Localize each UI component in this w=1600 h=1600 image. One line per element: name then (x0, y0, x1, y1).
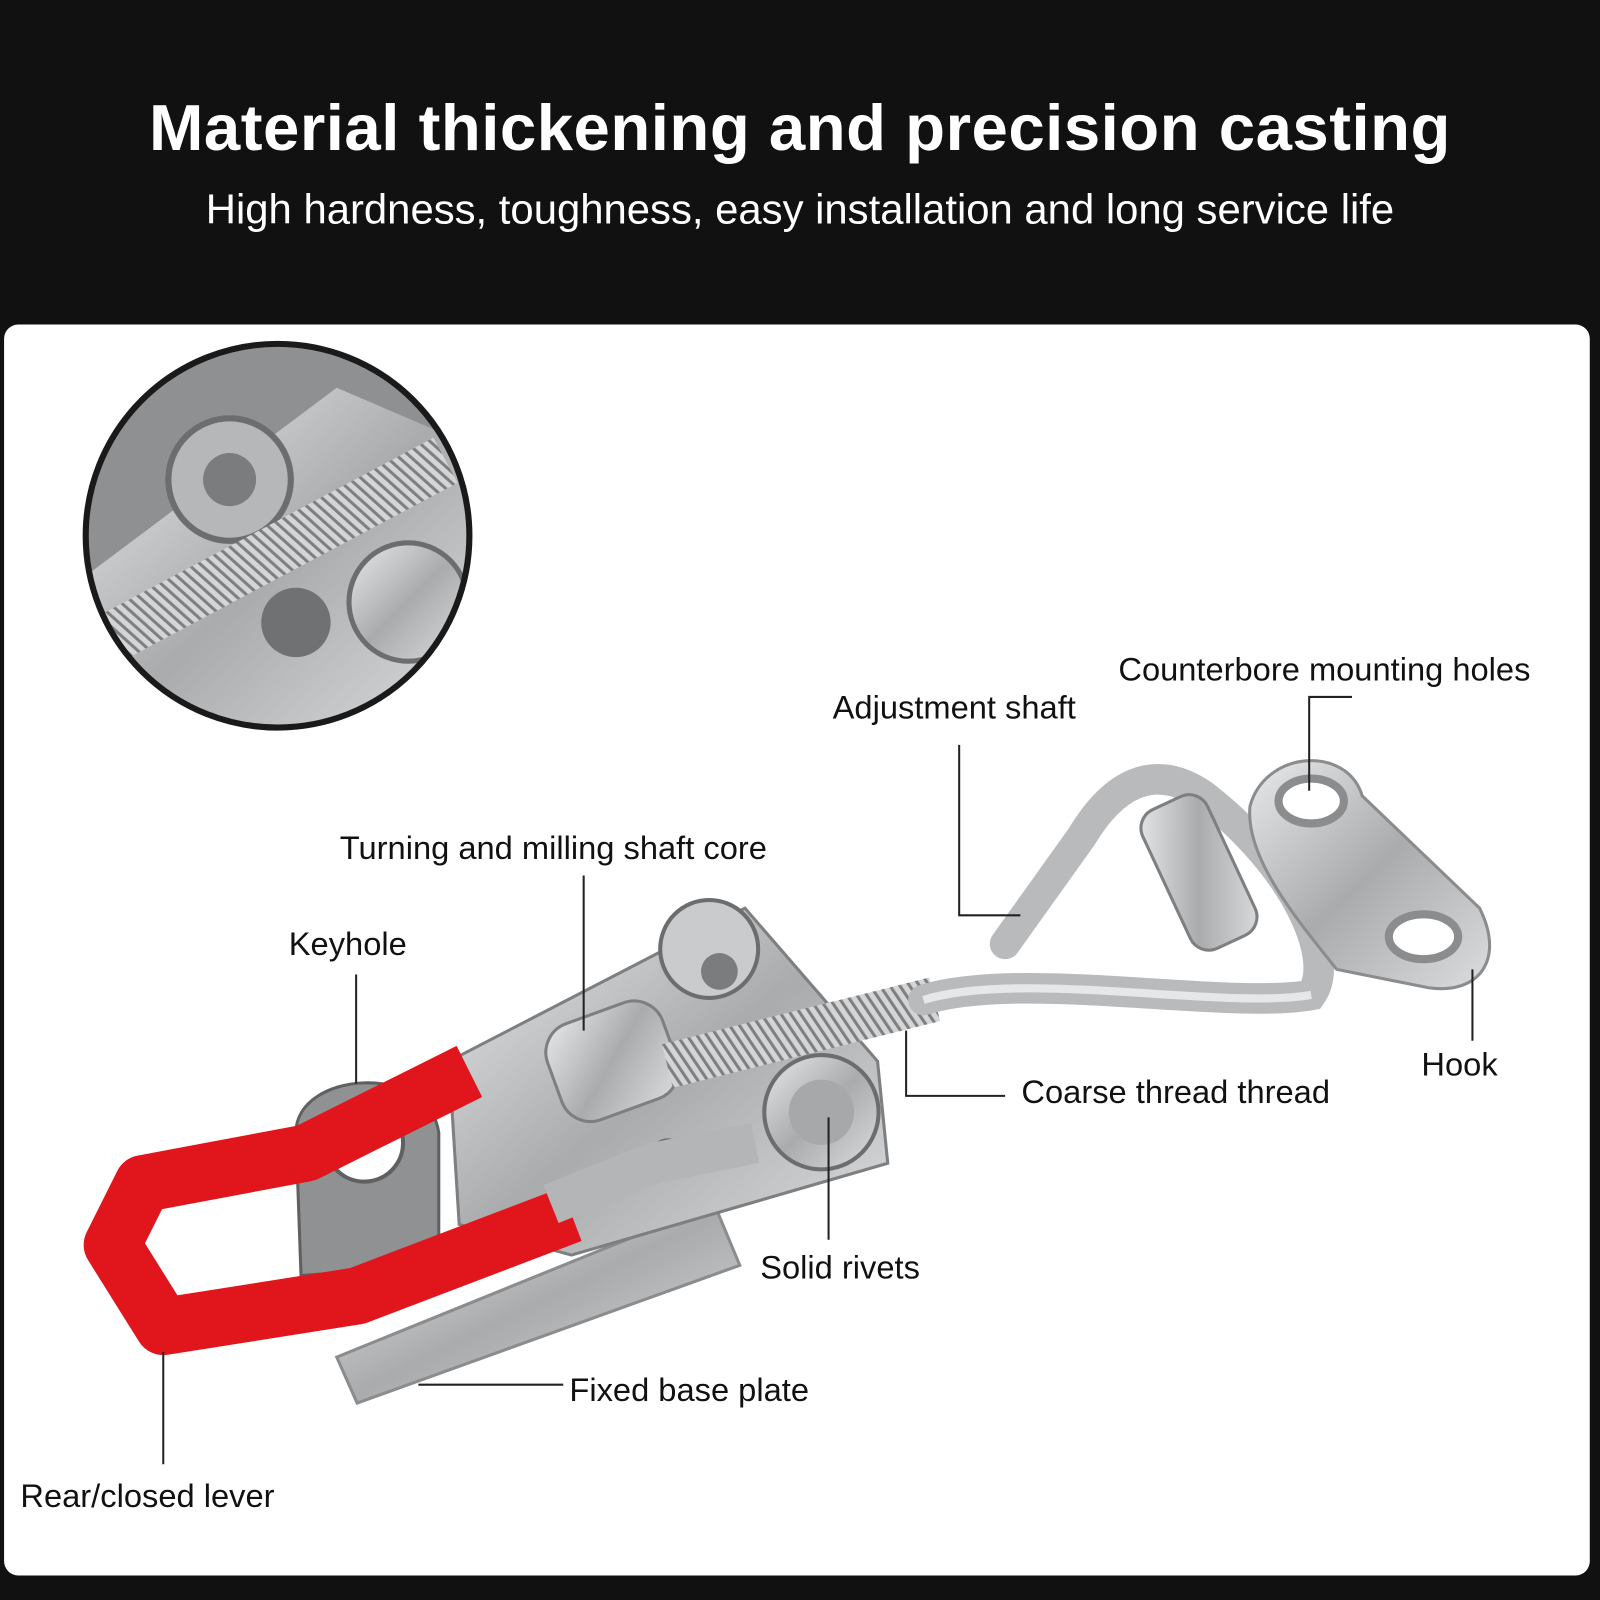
label-solid-rivets: Solid rivets (760, 1248, 920, 1286)
base-plate (334, 1202, 742, 1405)
label-lever: Rear/closed lever (20, 1477, 275, 1515)
headline: Material thickening and precision castin… (149, 90, 1451, 165)
subheadline: High hardness, toughness, easy installat… (205, 185, 1395, 233)
label-shaft-core: Turning and milling shaft core (339, 829, 767, 867)
label-keyhole: Keyhole (288, 925, 407, 963)
label-adjustment-shaft: Adjustment shaft (832, 688, 1076, 726)
detail-inset (87, 345, 468, 726)
label-counterbore-holes: Counterbore mounting holes (1118, 651, 1531, 688)
leader-lines (162, 695, 1474, 1465)
red-lever (83, 1045, 582, 1356)
label-coarse-thread: Coarse thread thread (1021, 1073, 1330, 1111)
label-hook: Hook (1421, 1045, 1498, 1083)
label-base-plate: Fixed base plate (569, 1371, 809, 1409)
